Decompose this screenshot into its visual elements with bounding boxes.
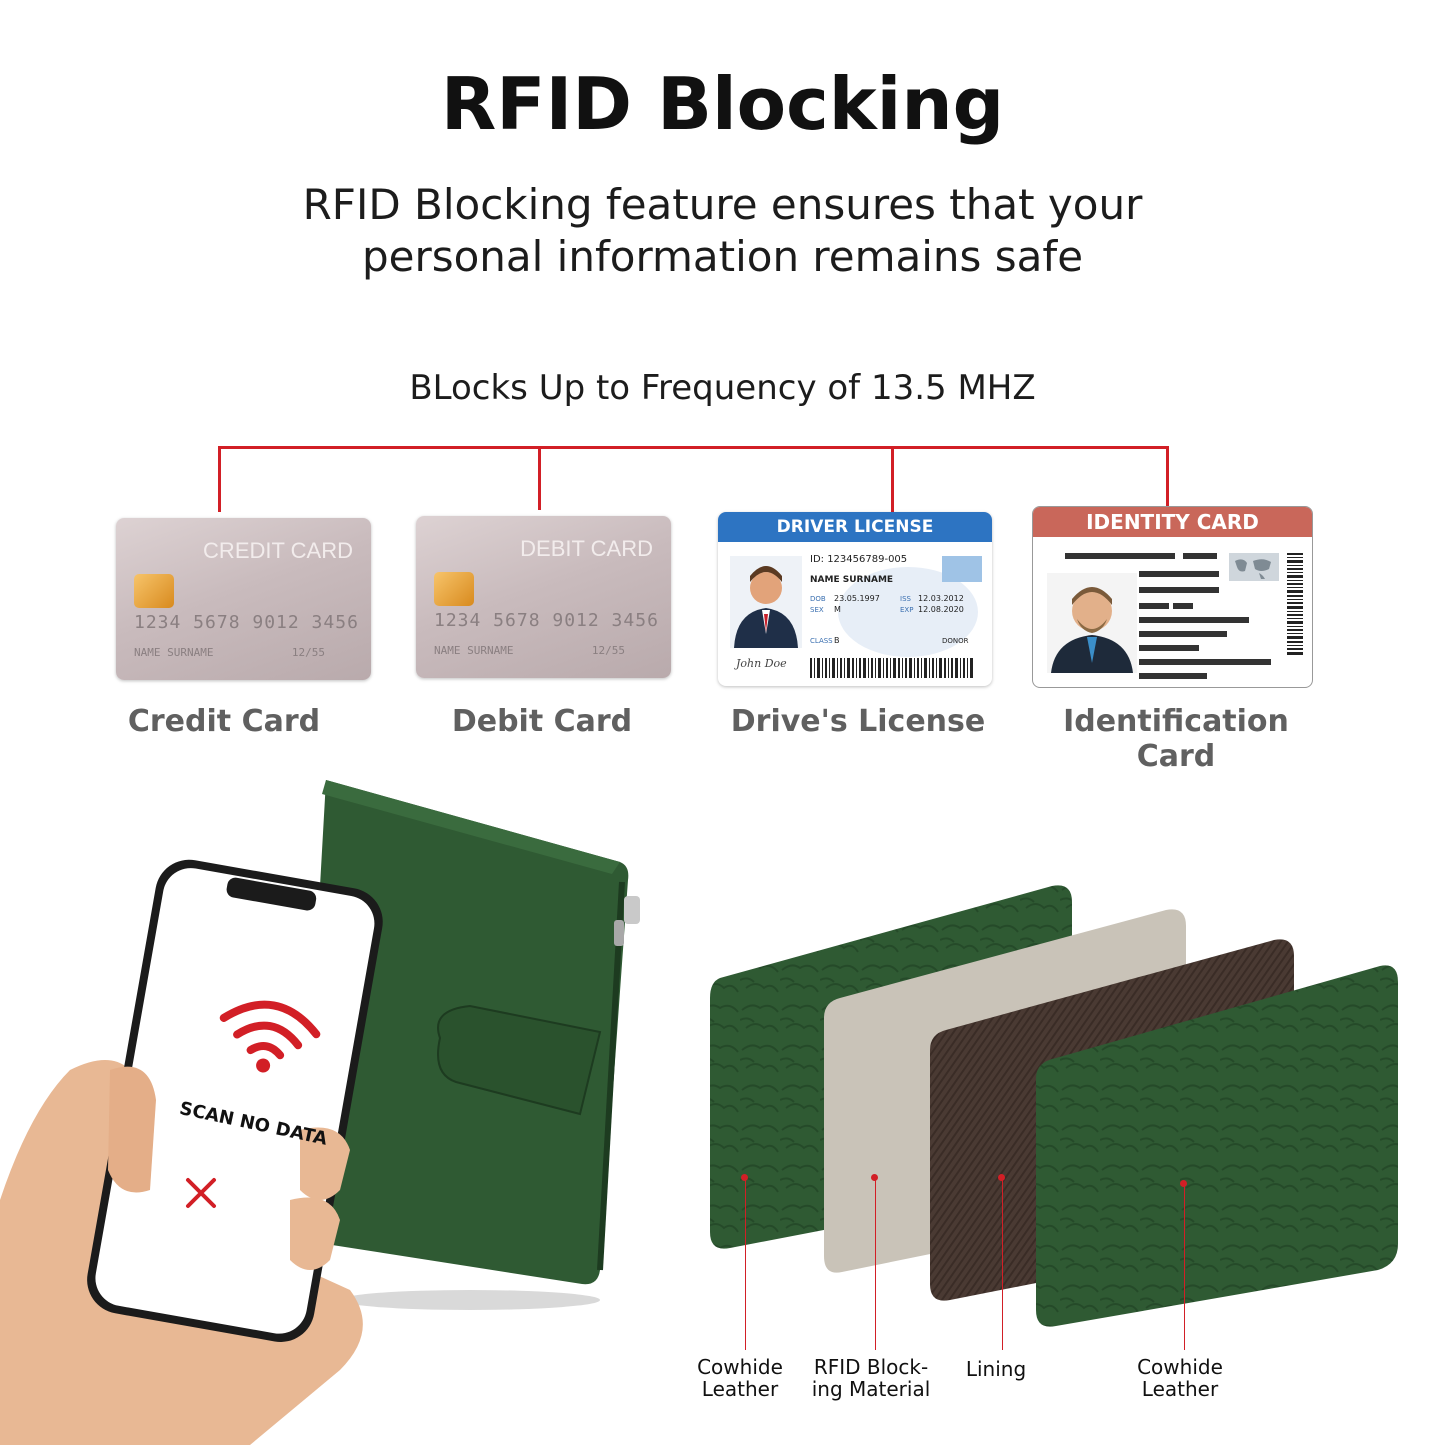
identity-card-label: Identification Card — [1063, 704, 1289, 774]
layer-4-label: Cowhide Leather — [1120, 1356, 1240, 1400]
donor-label: DONOR — [942, 637, 969, 645]
card-number: 1234 5678 9012 3456 — [434, 610, 659, 631]
layer-1-pointer — [745, 1180, 746, 1350]
page-title: RFID Blocking — [440, 62, 1005, 146]
text-bar — [1139, 603, 1169, 609]
cross-icon — [186, 1178, 216, 1208]
connector-horizontal — [218, 446, 1169, 449]
text-bar — [1139, 659, 1271, 665]
layer-2-marker — [871, 1174, 878, 1181]
text-bar — [1183, 553, 1217, 559]
layers-illustration — [710, 885, 1398, 1327]
card-number: 1234 5678 9012 3456 — [134, 612, 359, 633]
dob-value: 23.05.1997 — [834, 594, 880, 603]
connector-debit — [538, 446, 541, 510]
layer-3-marker — [998, 1174, 1005, 1181]
frequency-text: BLocks Up to Frequency of 13.5 MHZ — [409, 368, 1036, 408]
sex-label: SEX — [810, 606, 824, 614]
credit-card-label: Credit Card — [127, 704, 321, 739]
chip-icon — [134, 574, 174, 608]
layer-2-label: RFID Block- ing Material — [806, 1356, 936, 1400]
person-portrait-icon — [1047, 573, 1137, 673]
text-bar — [1139, 631, 1227, 637]
card-expiry: 12/55 — [591, 644, 625, 657]
text-bar — [1139, 673, 1207, 679]
subtitle-line-2: personal information remains safe — [361, 232, 1084, 281]
exp-label: EXP — [900, 606, 914, 614]
identity-card-image: IDENTITY CARD — [1032, 506, 1313, 688]
layer-3-label-line1: Lining — [965, 1357, 1027, 1381]
card-holder: NAME SURNAME — [134, 646, 214, 659]
signature: John Doe — [736, 657, 787, 670]
connector-license — [891, 446, 894, 512]
debit-card-title: DEBIT CARD — [520, 536, 653, 561]
layer-1-marker — [741, 1174, 748, 1181]
exp-value: 12.08.2020 — [918, 605, 964, 614]
wallet-phone-illustration — [0, 780, 640, 1445]
layer-2-pointer — [875, 1180, 876, 1350]
driver-license-image: DRIVER LICENSE ID: 1234567 — [718, 512, 992, 686]
sex-value: M — [834, 605, 841, 614]
layer-2-label-line1: RFID Block- — [813, 1355, 929, 1379]
layer-2-label-line2: ing Material — [811, 1377, 931, 1401]
iss-value: 12.03.2012 — [918, 594, 964, 603]
class-value: B — [834, 636, 840, 645]
world-map-icon — [1229, 553, 1279, 581]
connector-identity — [1166, 446, 1169, 512]
barcode-icon — [810, 658, 973, 678]
license-label: Drive's License — [730, 704, 986, 739]
card-expiry: 12/55 — [291, 646, 325, 659]
iss-label: ISS — [900, 595, 911, 603]
class-label: CLASS — [810, 637, 833, 645]
credit-card-title: CREDIT CARD — [203, 538, 353, 563]
identity-card-title: IDENTITY CARD — [1033, 507, 1312, 537]
license-name: NAME SURNAME — [810, 575, 894, 585]
dob-label: DOB — [810, 595, 826, 603]
layer-3-pointer — [1002, 1180, 1003, 1350]
layer-4-label-line2: Leather — [1141, 1377, 1219, 1401]
layer-1-label: Cowhide Leather — [680, 1356, 800, 1400]
text-bar — [1065, 553, 1175, 559]
card-holder: NAME SURNAME — [434, 644, 514, 657]
connector-credit — [218, 446, 221, 512]
chip-icon — [434, 572, 474, 606]
text-bar — [1139, 571, 1219, 577]
debit-card-image: DEBIT CARD 1234 5678 9012 3456 NAME SURN… — [416, 516, 671, 678]
layer-1-label-line1: Cowhide — [697, 1355, 783, 1379]
text-bar — [1139, 617, 1249, 623]
text-bar — [1173, 603, 1193, 609]
layer-3-label: Lining — [946, 1358, 1046, 1380]
wifi-signal-icon — [219, 1000, 321, 1073]
license-title: DRIVER LICENSE — [718, 512, 992, 542]
debit-card-label: Debit Card — [451, 704, 633, 739]
credit-card-image: CREDIT CARD 1234 5678 9012 3456 NAME SUR… — [116, 518, 371, 680]
layer-4-marker — [1180, 1180, 1187, 1187]
subtitle-line-1: RFID Blocking feature ensures that your — [302, 180, 1143, 229]
layer-4-label-line1: Cowhide — [1137, 1355, 1223, 1379]
layer-1-label-line2: Leather — [701, 1377, 779, 1401]
text-bar — [1139, 587, 1219, 593]
license-id: ID: 123456789-005 — [810, 554, 908, 565]
layer-4-pointer — [1184, 1186, 1185, 1350]
text-bar — [1139, 645, 1199, 651]
barcode-vertical-icon — [1287, 553, 1303, 655]
